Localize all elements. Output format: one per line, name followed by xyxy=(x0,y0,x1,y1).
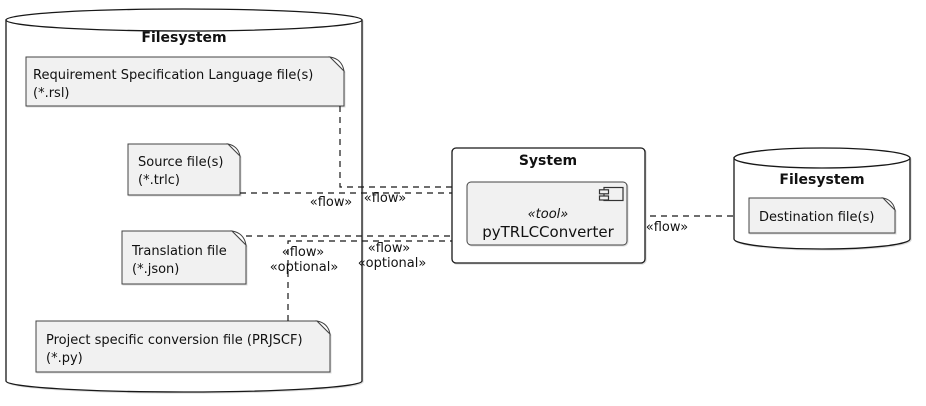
edge-line xyxy=(287,240,456,321)
edge-line xyxy=(339,106,456,188)
edge-label-translation-flow: «flow» xyxy=(368,241,410,256)
file-node-rsl: Requirement Specification Language file(… xyxy=(25,56,345,107)
file-rsl-line2: (*.rsl) xyxy=(33,86,70,101)
file-node-json: Translation file (*.json) xyxy=(121,230,247,285)
file-json-line1: Translation file xyxy=(131,244,227,259)
edge-label-translation-optional: «optional» xyxy=(358,256,427,271)
file-shape xyxy=(25,56,345,107)
edge-label-source-flow: «flow» xyxy=(310,195,352,210)
edge-prjscf-to-converter: «flow» «optional» xyxy=(270,236,466,321)
file-json-line2: (*.json) xyxy=(132,262,179,277)
file-shape xyxy=(127,143,241,196)
edge-label-prjscf-flow: «flow» xyxy=(282,245,324,260)
edge-label-prjscf-optional: «optional» xyxy=(270,260,339,275)
cylinder-top-ellipse xyxy=(5,8,363,32)
edge-translation-to-converter: «flow» «optional» xyxy=(246,232,466,271)
file-fold-corner xyxy=(315,320,331,336)
file-rsl-line1: Requirement Specification Language file(… xyxy=(33,68,313,83)
file-fold-corner xyxy=(226,143,241,158)
file-shape xyxy=(35,320,331,373)
filesystem-source-cylinder: Filesystem xyxy=(5,8,363,393)
filesystem-destination-cylinder: Filesystem Destination file(s) xyxy=(733,147,911,250)
file-fold-corner xyxy=(230,230,247,247)
system-title: System xyxy=(519,153,577,169)
component-rect xyxy=(466,181,628,246)
cylinder-top-ellipse xyxy=(733,147,911,169)
component-icon xyxy=(598,186,624,202)
file-node-trlc: Source file(s) (*.trlc) xyxy=(127,143,241,196)
component-stereotype: «tool» xyxy=(528,207,569,222)
file-shape xyxy=(748,197,896,234)
file-trlc-line1: Source file(s) xyxy=(138,155,224,170)
cylinder-body xyxy=(5,19,363,393)
component-pytrlcconverter: «tool» pyTRLCConverter xyxy=(466,181,628,246)
filesystem-source-title: Filesystem xyxy=(141,30,226,46)
file-node-py: Project specific conversion file (PRJSCF… xyxy=(35,320,331,373)
file-node-destination: Destination file(s) xyxy=(748,197,896,234)
file-py-line1: Project specific conversion file (PRJSCF… xyxy=(46,333,303,348)
file-fold-corner xyxy=(328,56,345,73)
file-destination-line1: Destination file(s) xyxy=(759,210,874,225)
edge-line xyxy=(246,235,457,238)
component-name: pyTRLCConverter xyxy=(482,223,614,241)
file-trlc-line2: (*.trlc) xyxy=(138,173,180,188)
filesystem-destination-title: Filesystem xyxy=(779,172,864,188)
file-py-line2: (*.py) xyxy=(46,351,83,366)
edge-label-destination-flow: «flow» xyxy=(646,220,688,235)
file-shape xyxy=(121,230,247,285)
edge-label-rsl-flow: «flow» xyxy=(364,191,406,206)
system-boundary: System «tool» pyTRLCConverter xyxy=(451,147,646,264)
file-fold-corner xyxy=(881,197,896,212)
